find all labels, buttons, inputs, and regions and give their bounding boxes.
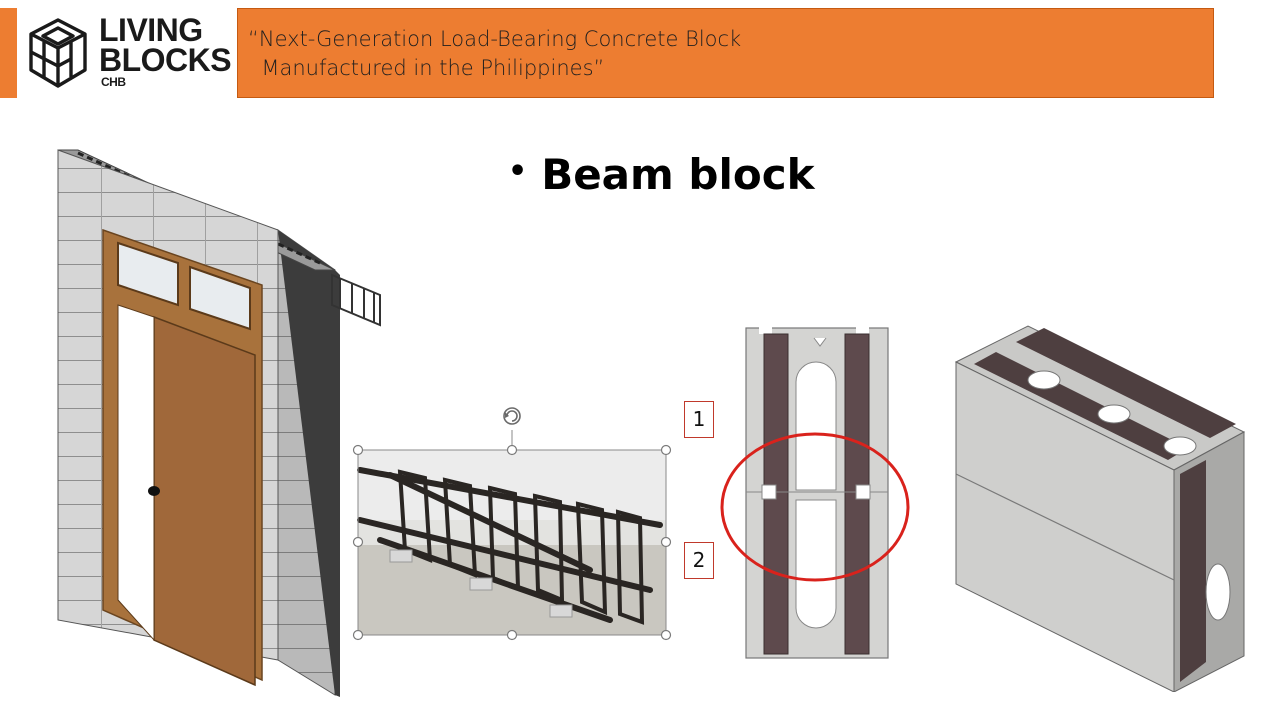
logo-text-chb: CHB (101, 75, 126, 89)
isometric-block-logo-icon (29, 18, 87, 88)
title-bullet: • (508, 154, 528, 189)
header-quote-text: “Next-Generation Load-Bearing Concrete B… (248, 27, 742, 80)
logo-text-blocks: BLOCKS (99, 42, 232, 78)
wall-door-illustration (57, 149, 381, 697)
label-box-1: 1 (684, 401, 714, 438)
rebar-cage-photo[interactable] (350, 400, 675, 645)
logo-text-living: LIVING (99, 12, 203, 48)
label-box-2: 2 (684, 542, 714, 579)
slide-title: • Beam block (508, 150, 815, 199)
header-banner: “Next-Generation Load-Bearing Concrete B… (237, 8, 1214, 98)
header-left-strip (0, 8, 17, 98)
company-logo: LIVING BLOCKS CHB (17, 8, 237, 98)
rotate-handle-icon[interactable] (503, 407, 521, 425)
title-text: Beam block (541, 150, 815, 199)
beam-block-section-diagram (720, 326, 910, 659)
stacked-beam-blocks-3d (954, 325, 1246, 692)
